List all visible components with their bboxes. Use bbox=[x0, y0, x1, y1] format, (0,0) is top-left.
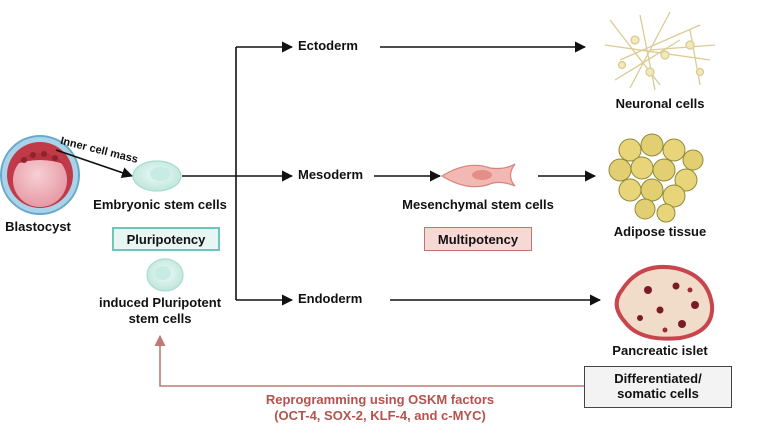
blastocyst-label: Blastocyst bbox=[5, 219, 71, 234]
endoderm-label: Endoderm bbox=[298, 291, 363, 306]
pancreatic-islet-icon bbox=[614, 265, 715, 341]
ipsc-icon bbox=[146, 258, 184, 292]
multipotency-box: Multipotency bbox=[424, 227, 532, 251]
mesoderm-label: Mesoderm bbox=[298, 167, 364, 182]
inner-cell-mass-arrow bbox=[55, 149, 134, 179]
differentiated-line1: Differentiated/ bbox=[614, 371, 702, 387]
ectoderm-label: Ectoderm bbox=[298, 38, 358, 53]
neuronal-cells-label: Neuronal cells bbox=[615, 96, 705, 111]
reprogramming-arrow bbox=[154, 334, 584, 387]
mesenchymal-cell-icon bbox=[440, 163, 516, 188]
blastocyst-icon bbox=[0, 135, 80, 215]
ipsc-label-line2: stem cells bbox=[128, 311, 192, 326]
pluripotency-box: Pluripotency bbox=[112, 227, 220, 251]
ipsc-label-line1: induced Pluripotent bbox=[98, 295, 222, 310]
differentiated-cells-box: Differentiated/ somatic cells bbox=[584, 366, 732, 408]
adipose-tissue-icon bbox=[608, 133, 704, 223]
reprogramming-label: Reprogramming using OSKM factors (OCT-4,… bbox=[266, 392, 494, 423]
neuronal-cells-icon bbox=[604, 11, 716, 91]
stem-cell-icon bbox=[132, 160, 182, 192]
embryonic-stem-cells-label: Embryonic stem cells bbox=[93, 197, 227, 212]
reprogramming-line2: (OCT-4, SOX-2, KLF-4, and c-MYC) bbox=[274, 407, 486, 423]
differentiated-line2: somatic cells bbox=[617, 386, 699, 401]
adipose-tissue-label: Adipose tissue bbox=[613, 224, 707, 239]
reprogramming-line1: Reprogramming using OSKM factors bbox=[265, 392, 495, 407]
pancreatic-islet-label: Pancreatic islet bbox=[612, 343, 708, 358]
mesenchymal-stem-cells-label: Mesenchymal stem cells bbox=[402, 197, 554, 212]
